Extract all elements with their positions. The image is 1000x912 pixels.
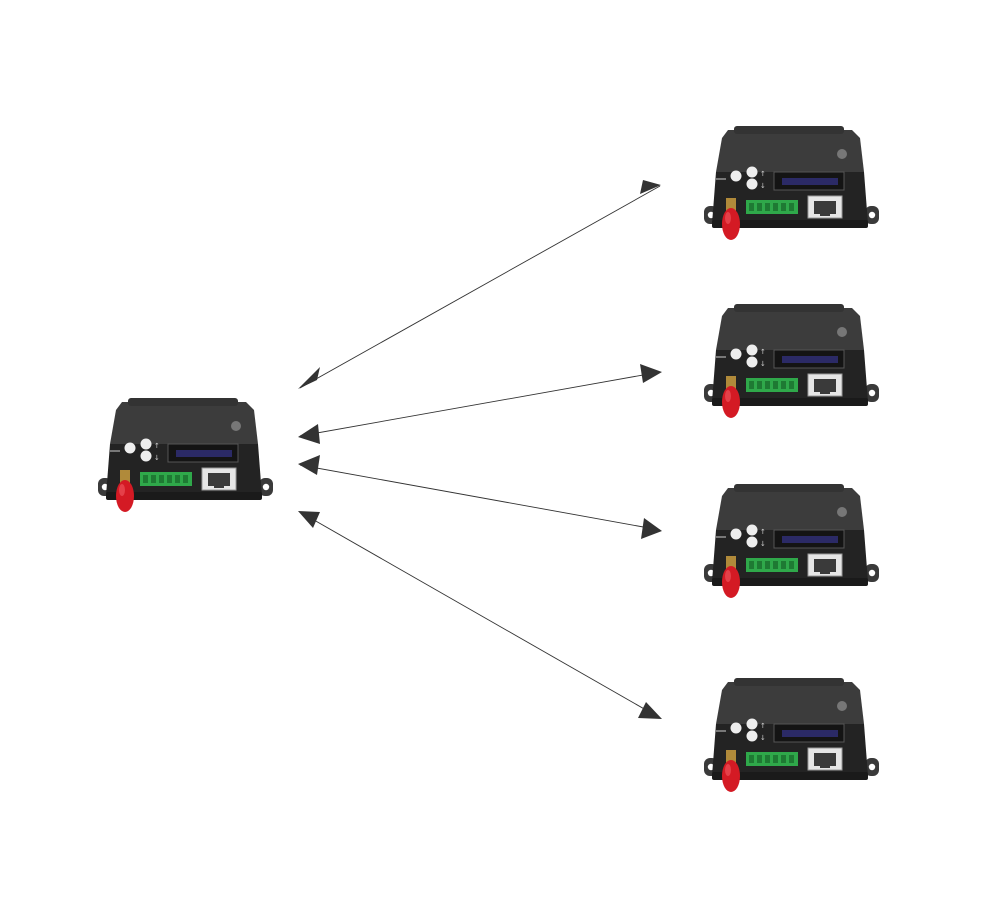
master-device xyxy=(97,397,274,513)
slave-device-2 xyxy=(703,303,880,419)
arrowhead-icon xyxy=(641,518,662,539)
arrowhead-icon xyxy=(298,424,320,444)
link-arrows xyxy=(298,180,662,719)
arrowhead-icon xyxy=(638,702,662,719)
link-arrow-4 xyxy=(299,511,661,719)
link-arrow-1 xyxy=(299,185,661,389)
slave-device-1 xyxy=(703,125,880,241)
slave-device-4 xyxy=(703,677,880,793)
link-arrow-2 xyxy=(299,371,661,437)
arrowhead-icon xyxy=(298,367,320,389)
arrowhead-icon xyxy=(298,455,320,475)
arrowhead-icon xyxy=(298,511,320,528)
slave-device-3 xyxy=(703,483,880,599)
link-arrow-3 xyxy=(299,464,661,531)
arrowhead-icon xyxy=(640,364,662,383)
arrowhead-icon xyxy=(640,180,661,194)
